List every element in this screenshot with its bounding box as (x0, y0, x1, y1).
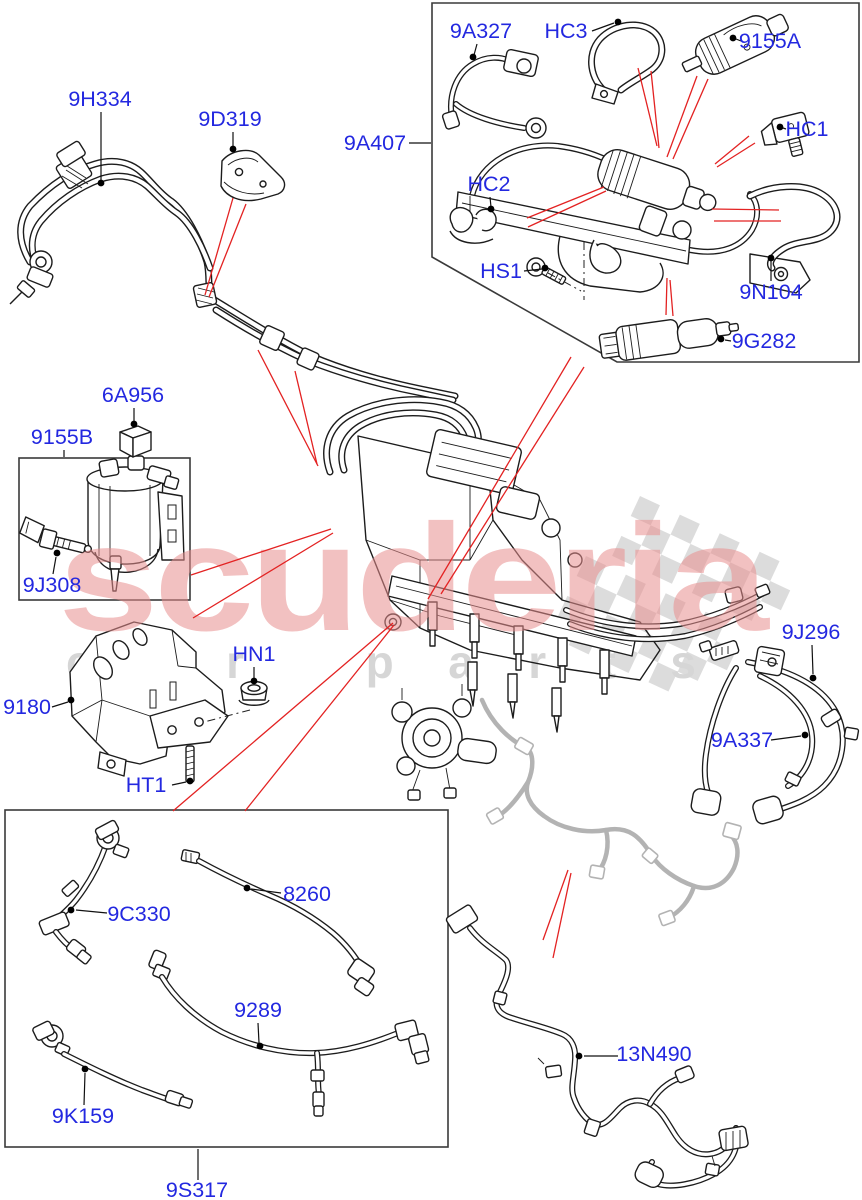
part-label-HS1: HS1 (480, 259, 522, 283)
fuel-filter-drawing (19, 455, 185, 592)
part-label-HC1: HC1 (785, 117, 828, 141)
pipe-kit-box (4, 809, 449, 1148)
part-label-HN1: HN1 (232, 642, 275, 666)
part-label-9A407: 9A407 (344, 131, 406, 155)
black-leader-lines (51, 22, 814, 1180)
part-label-9155B: 9155B (31, 425, 93, 449)
engine-assembly-drawing (323, 396, 771, 927)
part-label-9N104: 9N104 (739, 280, 802, 304)
part-label-9C330: 9C330 (107, 902, 170, 926)
fuel-cooler-assembly-drawing (441, 13, 841, 361)
leader-dots (53, 18, 817, 1073)
part-label-9D319: 9D319 (198, 107, 261, 131)
part-label-9J308: 9J308 (23, 573, 82, 597)
part-label-9A327: 9A327 (450, 19, 512, 43)
watermark-brand: scuderia (58, 493, 771, 663)
fuel-filter-box (18, 457, 191, 601)
checkered-flag (558, 496, 791, 692)
part-label-13N490: 13N490 (616, 1042, 691, 1066)
pipe-kit-drawing (32, 819, 430, 1117)
part-label-9289: 9289 (234, 998, 282, 1022)
part-label-HC2: HC2 (467, 172, 510, 196)
dash-dot-lines (203, 242, 585, 723)
part-label-9K159: 9K159 (52, 1104, 114, 1128)
part-label-HT1: HT1 (126, 773, 167, 797)
pipe-bracket-drawing (220, 149, 286, 202)
part-label-9J296: 9J296 (782, 620, 841, 644)
wiring-harness-drawing (445, 904, 749, 1189)
engine-harness-gray (479, 697, 742, 927)
red-leader-lines (172, 67, 781, 959)
part-label-9G282: 9G282 (732, 329, 797, 353)
part-label-9155A: 9155A (739, 29, 802, 53)
part-label-9180: 9180 (3, 695, 51, 719)
part-label-9H334: 9H334 (68, 87, 131, 111)
front-fuel-pipes-drawing (9, 140, 459, 404)
part-label-9A337: 9A337 (711, 728, 773, 752)
part-label-8260: 8260 (283, 882, 331, 906)
rear-fuel-pipes-drawing (690, 640, 860, 825)
filter-cover-drawing (69, 621, 270, 783)
part-label-6A956: 6A956 (102, 383, 164, 407)
part-label-HC3: HC3 (544, 19, 587, 43)
part-label-9S317: 9S317 (166, 1178, 228, 1200)
assembly-box (431, 2, 860, 363)
fuel-filter-element-drawing (119, 425, 152, 458)
